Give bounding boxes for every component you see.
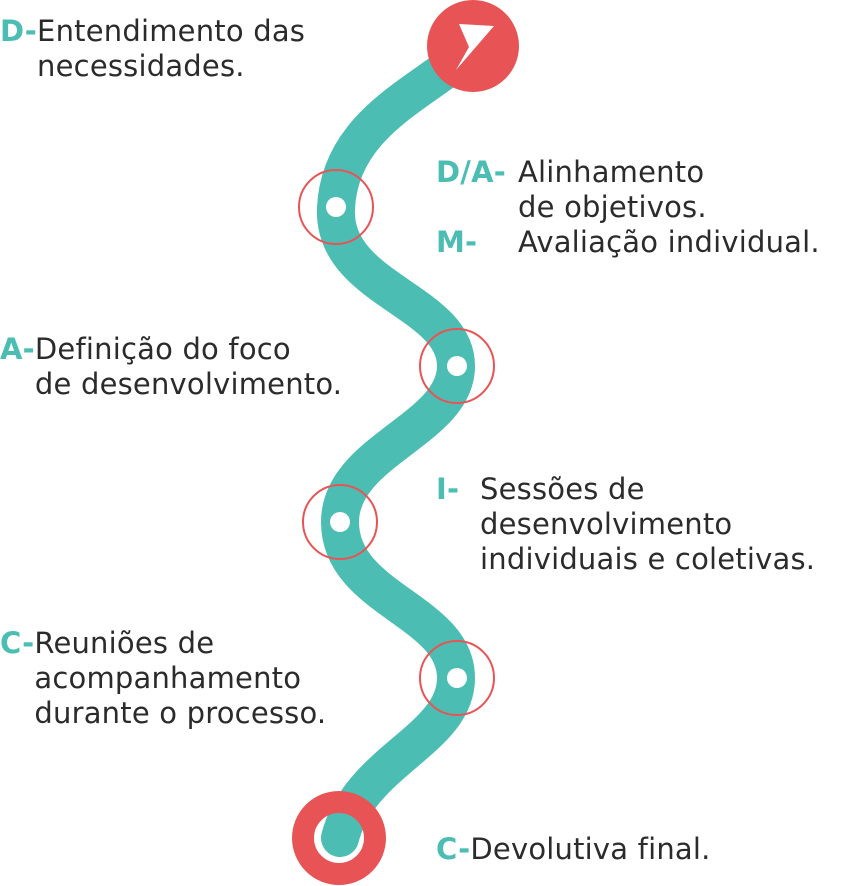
- step-prefix: A-: [0, 332, 35, 366]
- step-line: Reuniões de: [34, 626, 215, 660]
- milestone-dot: [330, 512, 350, 532]
- navigation-arrow-icon: [427, 0, 519, 92]
- step-line: desenvolvimento: [480, 507, 733, 541]
- milestone-3: [302, 484, 378, 560]
- milestone-dot: [447, 668, 467, 688]
- step-line: de desenvolvimento.: [34, 367, 343, 401]
- step-line: acompanhamento: [34, 661, 302, 695]
- step-entendimento: D- Entendimento das necessidades.: [0, 14, 305, 84]
- step-reunioes: C- Reuniões de acompanhamento durante o …: [0, 626, 326, 731]
- arrow-shape: [456, 24, 494, 70]
- milestone-ring: [419, 640, 495, 716]
- milestone-2: [419, 328, 495, 404]
- ring-end-icon: [292, 791, 386, 885]
- milestone-1: [298, 169, 374, 245]
- step-alinhamento: D/A- Alinhamento de objetivos. M- Avalia…: [436, 155, 820, 260]
- milestone-ring: [302, 484, 378, 560]
- end-ring: [292, 791, 386, 885]
- step-devolutiva: C- Devolutiva final.: [436, 832, 711, 867]
- milestone-ring: [419, 328, 495, 404]
- step-line: Entendimento das: [37, 14, 306, 48]
- step-line: necessidades.: [37, 49, 245, 83]
- step-line: Definição do foco: [34, 332, 291, 366]
- milestone-dot: [326, 197, 346, 217]
- step-line: de objetivos.: [518, 190, 707, 224]
- milestone-ring: [298, 169, 374, 245]
- step-line: Sessões de: [480, 472, 645, 506]
- step-line: individuais e coletivas.: [480, 542, 816, 576]
- step-prefix: I-: [436, 472, 460, 506]
- step-definicao: A- Definição do foco de desenvolvimento.: [0, 332, 342, 402]
- step-prefix: C-: [436, 832, 471, 866]
- milestone-4: [419, 640, 495, 716]
- step-prefix: C-: [0, 626, 35, 660]
- step-line: Avaliação individual.: [518, 225, 820, 259]
- winding-path: [317, 29, 491, 857]
- step-line: durante o processo.: [34, 696, 327, 730]
- step-avaliacao: M- Avaliação individual.: [436, 225, 820, 260]
- step-line: Devolutiva final.: [470, 832, 711, 866]
- step-prefix: D/A-: [436, 155, 506, 189]
- step-prefix: D-: [0, 14, 38, 48]
- milestone-dot: [447, 356, 467, 376]
- step-sessoes: I- Sessões de desenvolvimento individuai…: [436, 472, 815, 577]
- step-prefix: M-: [436, 225, 478, 259]
- step-line: Alinhamento: [518, 155, 705, 189]
